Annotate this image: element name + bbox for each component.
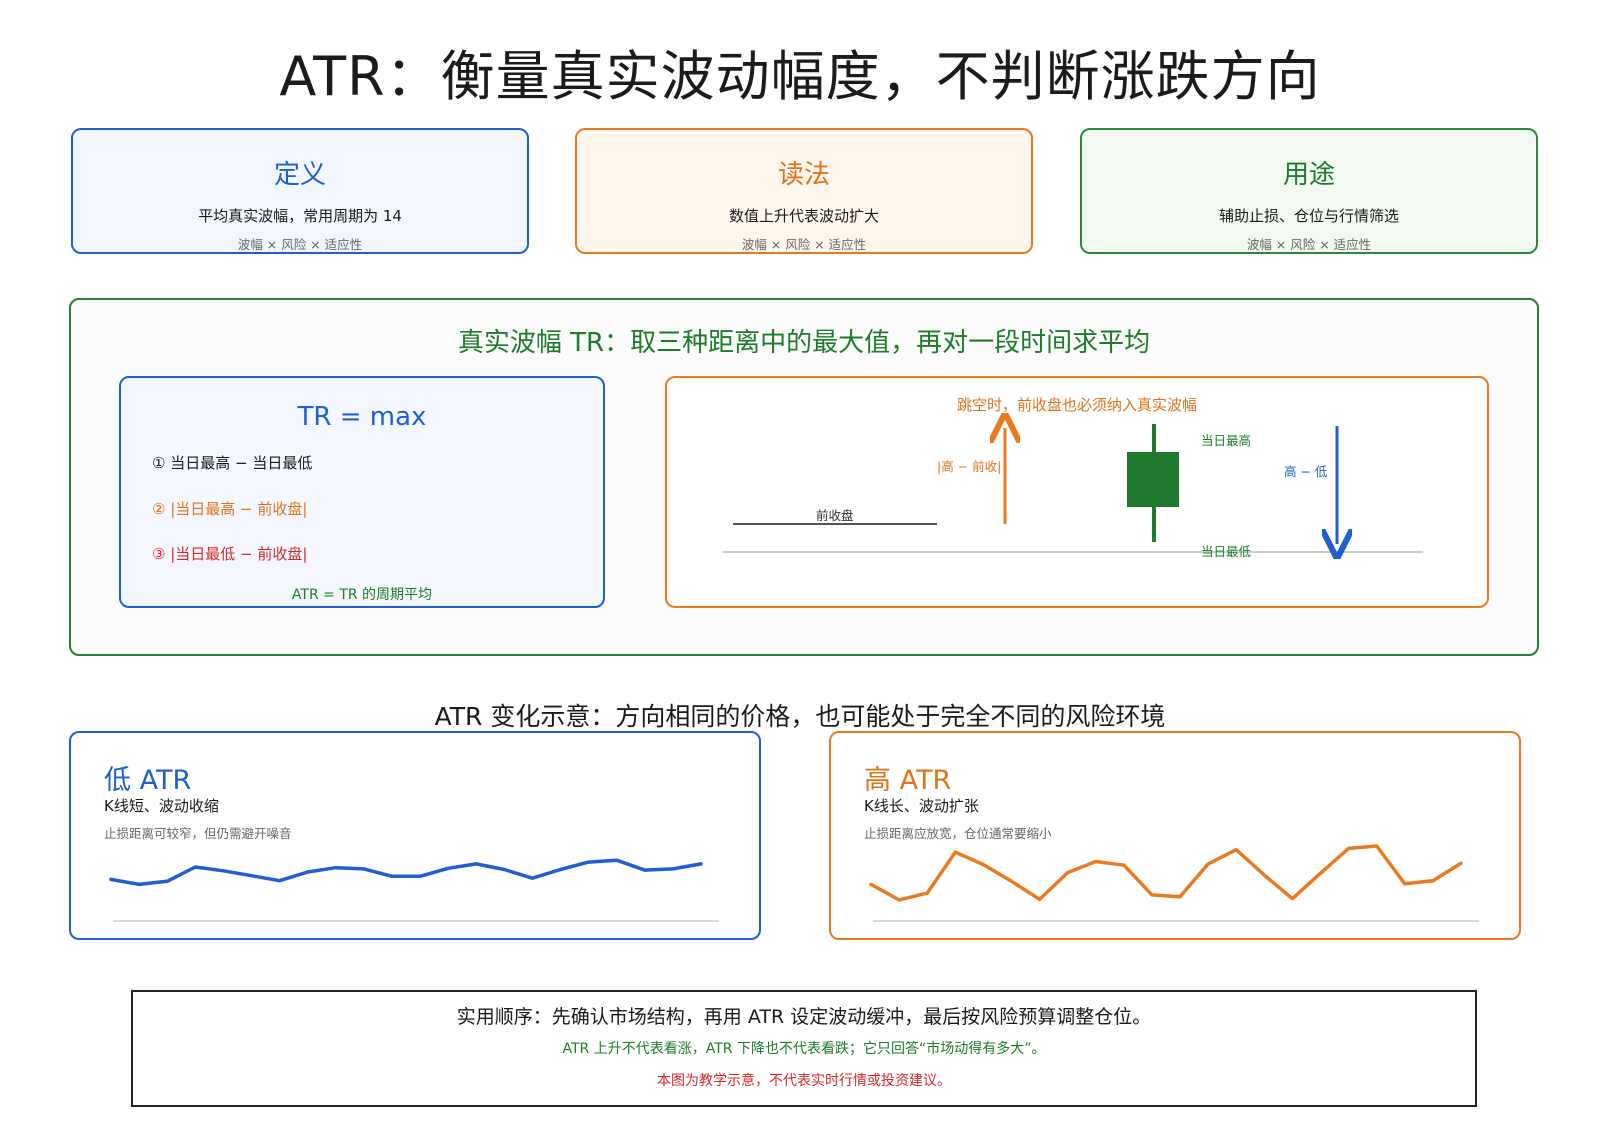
high-minus-low-label: 高 − 低: [1284, 464, 1328, 479]
formula-heading: TR = max: [297, 402, 427, 432]
gap-illustration: [723, 376, 1423, 608]
low-atr-chart: [109, 858, 719, 922]
formula-line-3: ③ |当日最低 − 前收盘|: [152, 545, 308, 563]
reading-card-text: 数值上升代表波动扩大: [728, 207, 879, 225]
high-atr-panel: [829, 731, 1521, 940]
formula-line-2: ② |当日最高 − 前收盘|: [152, 500, 308, 518]
reading-card-subtext: 波幅 × 风险 × 适应性: [741, 237, 867, 252]
candle-body: [1127, 452, 1179, 507]
day-low-label: 当日最低: [1201, 544, 1252, 559]
prev-close-label: 前收盘: [816, 508, 854, 523]
low-atr-desc: K线短、波动收缩: [104, 797, 219, 815]
day-high-label: 当日最高: [1201, 433, 1252, 448]
high-atr-line: [869, 844, 1463, 902]
footer-line-2: ATR 上升不代表看涨，ATR 下降也不代表看跌；它只回答“市场动得有多大”。: [562, 1041, 1046, 1057]
atr-compare-title: ATR 变化示意：方向相同的价格，也可能处于完全不同的风险环境: [434, 702, 1166, 731]
formula-box: [119, 376, 605, 608]
low-atr-heading: 低 ATR: [104, 765, 192, 796]
formula-line-1: ① 当日最高 − 当日最低: [152, 454, 313, 472]
usage-card-subtext: 波幅 × 风险 × 适应性: [1246, 237, 1372, 252]
usage-card-title: 用途: [1282, 160, 1335, 190]
reading-card: 读法 数值上升代表波动扩大 波幅 × 风险 × 适应性: [575, 128, 1033, 254]
high-atr-heading: 高 ATR: [864, 765, 952, 796]
high-atr-note: 止损距离应放宽，仓位通常要缩小: [864, 826, 1052, 841]
usage-card-text: 辅助止损、仓位与行情筛选: [1218, 207, 1399, 225]
true-range-title: 真实波幅 TR：取三种距离中的最大值，再对一段时间求平均: [457, 328, 1151, 358]
definition-card-title: 定义: [273, 160, 326, 190]
footer-disclaimer: 本图为教学示意，不代表实时行情或投资建议。: [657, 1073, 951, 1089]
high-atr-desc: K线长、波动扩张: [864, 797, 979, 815]
footer-line-1: 实用顺序：先确认市场结构，再用 ATR 设定波动缓冲，最后按风险预算调整仓位。: [456, 1006, 1152, 1028]
definition-card-subtext: 波幅 × 风险 × 适应性: [237, 237, 363, 252]
footer-box: [131, 990, 1477, 1107]
reading-card-title: 读法: [777, 160, 830, 190]
low-atr-panel: [69, 731, 761, 940]
formula-footnote: ATR = TR 的周期平均: [291, 587, 433, 603]
low-atr-note: 止损距离可较窄，但仍需避开噪音: [104, 826, 292, 841]
definition-card: 定义 平均真实波幅，常用周期为 14 波幅 × 风险 × 适应性: [71, 128, 529, 254]
high-atr-chart: [869, 844, 1479, 922]
gap-illustration-box: [665, 376, 1489, 608]
page-title: ATR：衡量真实波动幅度，不判断涨跌方向: [279, 45, 1321, 108]
definition-card-text: 平均真实波幅，常用周期为 14: [198, 207, 402, 225]
high-minus-prev-label: |高 − 前收|: [937, 459, 1002, 474]
usage-card: 用途 辅助止损、仓位与行情筛选 波幅 × 风险 × 适应性: [1080, 128, 1538, 254]
gap-illustration-title: 跳空时，前收盘也必须纳入真实波幅: [956, 396, 1197, 414]
low-atr-line: [109, 858, 703, 887]
